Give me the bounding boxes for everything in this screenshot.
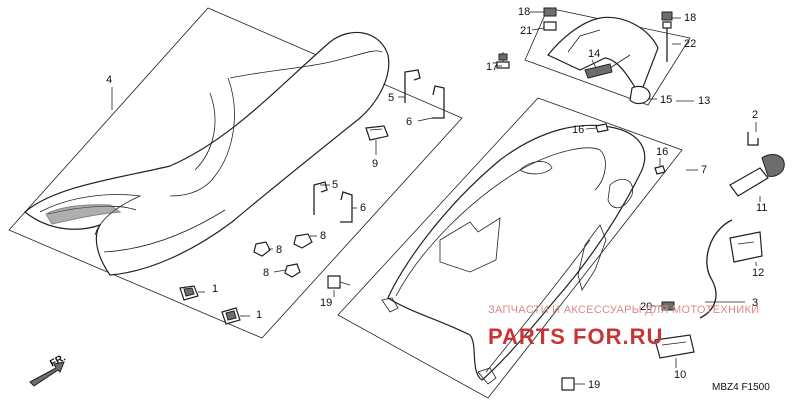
cushion-1-a [179,285,199,301]
bolt-19-a [327,275,351,289]
callout-17: 17 [486,61,498,73]
bolt-22 [662,21,672,62]
callout-leader-16 [585,127,598,130]
callout-16: 16 [572,124,584,136]
callout-21: 21 [520,25,532,37]
callout-2: 2 [752,109,758,121]
callout-20: 20 [640,301,652,313]
callout-22: 22 [684,38,696,50]
front-direction-label: FR. [48,352,68,369]
callout-19: 19 [320,297,332,309]
watermark-tagline: ЗАПЧАСТИ И АКСЕССУАРЫ ДЛЯ МОТОТЕХНИКИ [488,304,759,316]
cushion-1-b [221,307,241,325]
hook-6-lower [340,191,353,223]
grommet-8-c [284,263,301,278]
callout-6: 6 [406,116,412,128]
part-10 [654,334,695,359]
callout-3: 3 [752,297,758,309]
callout-4: 4 [106,74,112,86]
cable-3 [699,219,733,319]
seat-lock-11 [729,154,785,197]
grommet-8-a [253,241,271,257]
grab-rail-frame [524,7,691,106]
callout-5: 5 [388,92,394,104]
rear-cowl [381,124,646,385]
callout-leader-21 [531,27,545,31]
front-direction-arrow: FR. [29,352,68,387]
callout-leader-6 [417,117,433,122]
screw-18-left [543,7,557,17]
callout-10: 10 [674,369,686,381]
callout-7: 7 [701,164,707,176]
callout-9: 9 [372,158,378,170]
watermark-brand: PARTS FOR.RU [488,324,663,349]
callout-19: 19 [588,379,600,391]
seat-assembly [24,31,390,276]
callout-14: 14 [588,48,600,60]
hook-6-upper [432,85,445,119]
hook-5-upper [404,69,421,103]
screw-18-right [661,11,673,21]
callout-8: 8 [320,230,326,242]
callout-1: 1 [212,283,218,295]
bolt-19-b [561,377,575,391]
callout-11: 11 [756,202,767,214]
grommet-8-b [293,233,313,249]
clip-9 [365,125,389,141]
cowl-group-frame [337,97,683,399]
rubber-16-b [654,165,666,175]
callout-5: 5 [332,179,338,191]
callout-8: 8 [276,244,282,256]
grab-rail [547,16,659,105]
hook-2 [747,132,759,146]
rubber-16-a [595,123,609,133]
callout-leader-8 [273,269,287,273]
callout-leader-14 [591,59,597,69]
callout-18: 18 [684,12,696,24]
callout-6: 6 [360,202,366,214]
diagram-code: MBZ4 F1500 [712,382,770,393]
callout-1: 1 [256,309,262,321]
callout-13: 13 [698,95,710,107]
collar-21 [543,21,557,31]
callout-16: 16 [656,146,668,158]
callout-8: 8 [263,267,269,279]
callout-12: 12 [752,267,764,279]
callout-15: 15 [660,94,672,106]
screw-20 [661,301,675,311]
bracket-12 [729,231,763,263]
hook-5-lower [313,181,328,215]
callout-18: 18 [518,6,530,18]
